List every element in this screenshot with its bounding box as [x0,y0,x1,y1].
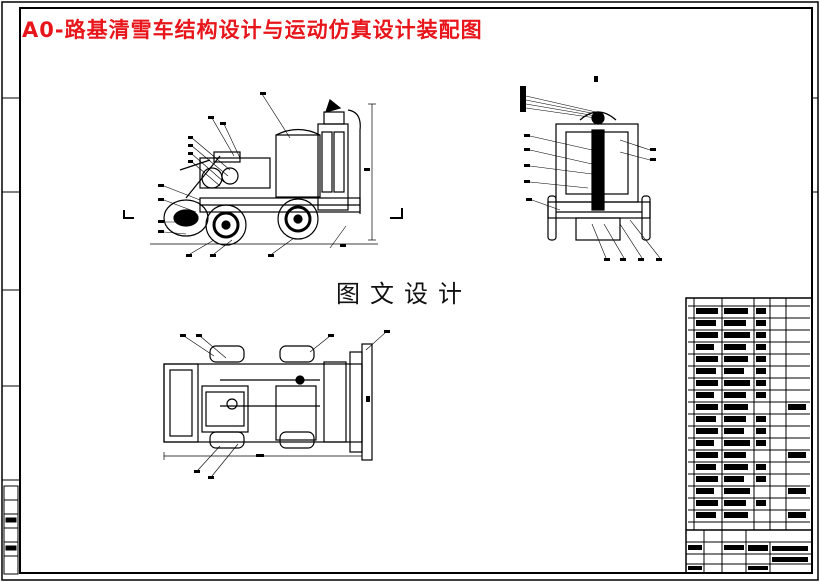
drawing-title: A0-路基清雪车结构设计与运动仿真设计装配图 [22,18,483,42]
plan-view [163,330,390,479]
side-elevation-view [123,92,403,257]
end-elevation-view [520,76,662,261]
margin-marks [2,97,818,481]
watermark-text: 图文设计 [336,280,472,308]
parts-list-table [685,297,813,574]
binding-box [3,485,19,575]
